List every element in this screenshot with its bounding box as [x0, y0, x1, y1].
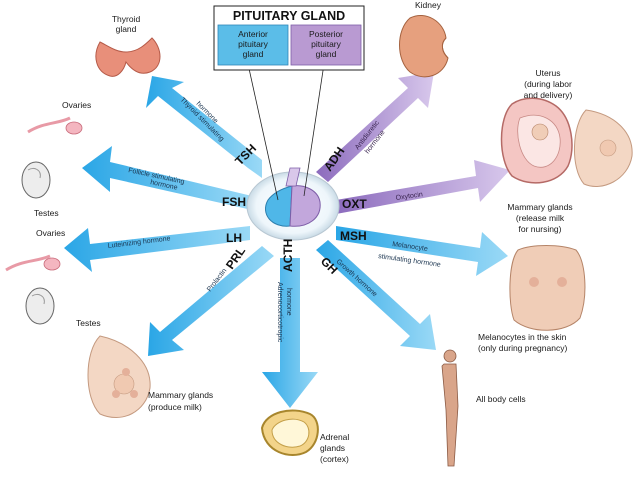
name-gh-1: Growth hormone — [335, 258, 379, 298]
label-adrenal-2: glands — [320, 443, 345, 453]
name-msh-2: stimulating hormone — [378, 253, 441, 269]
label-thyroid-1: Thyroid — [112, 14, 141, 24]
label-adrenal-3: (cortex) — [320, 454, 349, 464]
posterior-box — [290, 24, 362, 66]
anterior-label-2: pituitary — [238, 39, 269, 49]
testes-bottom-illustration — [25, 287, 55, 325]
label-mammary-release-2: (release milk — [516, 213, 565, 223]
label-uterus-3: and delivery) — [524, 90, 573, 100]
label-mammary-produce-2: (produce milk) — [148, 402, 202, 412]
label-melanocytes-1: Melanocytes in the skin — [478, 332, 567, 342]
label-all-body: All body cells — [476, 394, 526, 404]
label-uterus-1: Uterus — [535, 68, 560, 78]
name-acth-2: hormone — [285, 288, 292, 316]
ovaries-top-illustration — [27, 116, 83, 135]
label-testes-bottom: Testes — [76, 318, 101, 328]
breast-illustration-right — [574, 109, 633, 187]
testes-top-illustration — [21, 161, 51, 199]
pituitary-gland-shape — [265, 167, 321, 227]
arrow-lh — [64, 226, 250, 272]
label-melanocytes-2: (only during pregnancy) — [478, 343, 567, 353]
kidney-illustration — [399, 15, 449, 78]
anterior-pointer — [247, 63, 279, 201]
label-ovaries-top: Ovaries — [62, 100, 91, 110]
name-acth-1: Adrenocorticotropic — [276, 282, 283, 343]
uterus-illustration — [500, 97, 573, 184]
anterior-box — [217, 24, 289, 66]
posterior-label-1: Posterior — [309, 29, 343, 39]
title-box: PITUITARY GLAND Anterior pituitary gland… — [213, 5, 365, 71]
posterior-label-2: pituitary — [311, 39, 342, 49]
thyroid-illustration — [95, 37, 161, 77]
arrow-fsh — [82, 146, 252, 210]
abbr-oxt: OXT — [342, 197, 367, 211]
label-ovaries-bottom: Ovaries — [36, 228, 65, 238]
abbr-lh: LH — [226, 231, 242, 245]
anterior-label-1: Anterior — [238, 29, 268, 39]
name-msh-1: Melanocyte — [392, 241, 429, 253]
abbr-acth: ACTH — [281, 239, 295, 272]
label-kidney: Kidney — [415, 0, 442, 10]
name-oxt-1: Oxytocin — [395, 191, 423, 202]
page-title: PITUITARY GLAND — [233, 9, 345, 23]
abbr-msh: MSH — [340, 229, 367, 243]
arrow-prl — [148, 246, 274, 356]
posterior-pointer — [303, 63, 325, 197]
breast-illustration-left — [87, 335, 151, 419]
label-thyroid-2: gland — [116, 24, 137, 34]
human-figure-illustration — [441, 349, 459, 467]
arrow-acth — [262, 258, 318, 408]
arrow-oxt — [336, 160, 510, 214]
torso-illustration — [509, 245, 586, 331]
label-mammary-produce-1: Mammary glands — [148, 390, 213, 400]
arrow-gh — [316, 240, 436, 350]
arrow-adh — [316, 72, 434, 182]
arrow-tsh — [146, 76, 262, 178]
abbr-fsh: FSH — [222, 195, 246, 209]
ovaries-bottom-illustration — [5, 254, 61, 272]
label-testes-top: Testes — [34, 208, 59, 218]
label-adrenal-1: Adrenal — [320, 432, 349, 442]
anterior-label-3: gland — [243, 49, 264, 59]
posterior-label-3: gland — [316, 49, 337, 59]
arrow-msh — [336, 226, 508, 276]
label-mammary-release-1: Mammary glands — [507, 202, 572, 212]
adrenal-illustration — [260, 409, 319, 456]
label-uterus-2: (during labor — [524, 79, 572, 89]
label-mammary-release-3: for nursing) — [519, 224, 562, 234]
